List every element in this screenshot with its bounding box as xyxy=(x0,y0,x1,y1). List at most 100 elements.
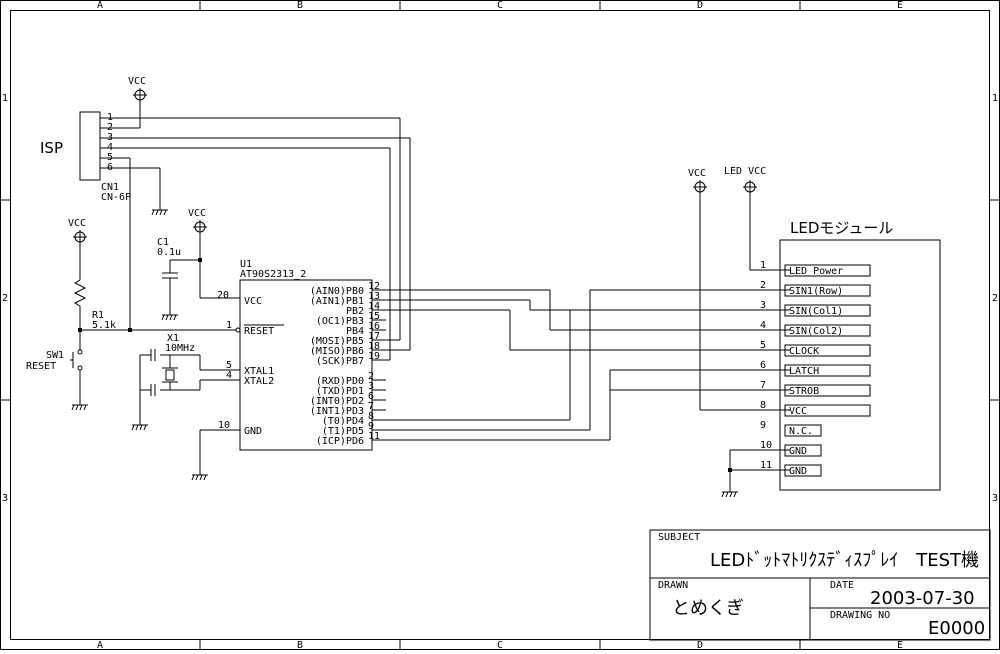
u1-right-pin-number: 14 xyxy=(368,301,380,312)
reset-switch xyxy=(70,349,83,405)
led-pin-number: 3 xyxy=(760,300,766,311)
led-vcc-symbol xyxy=(743,180,757,194)
ground-symbol xyxy=(191,474,208,481)
u1-right-pin-name: (SCK)PB7 xyxy=(316,356,364,367)
frame-row-label-left: 2 xyxy=(2,293,8,304)
capacitor-c1 xyxy=(162,232,240,315)
led-pin-name: CLOCK xyxy=(789,346,819,357)
u1-left-pin-number: 1 xyxy=(226,320,232,331)
u1-right-pin-number: 16 xyxy=(368,321,380,332)
x1-value: 10MHz xyxy=(165,343,195,354)
led-pin-name: SIN(Col1) xyxy=(789,306,843,317)
vcc-symbol xyxy=(693,180,707,194)
frame-col-label-bottom: E xyxy=(897,640,903,650)
drawn-label: DRAWN xyxy=(658,580,688,591)
u1-right-pin-number: 6 xyxy=(368,391,374,402)
frame-col-label-top: D xyxy=(697,0,703,11)
vcc-label: VCC xyxy=(188,208,206,219)
led-pin-number: 8 xyxy=(760,400,766,411)
led-module-body xyxy=(779,239,941,491)
u1-right-pin-name: (TXD)PD1 xyxy=(316,386,364,397)
led-pin-label-box xyxy=(784,464,822,477)
u1-right-pin-number: 13 xyxy=(368,291,380,302)
frame-col-label-bottom: C xyxy=(497,640,503,650)
sw1-name: RESET xyxy=(26,361,56,372)
frame-row-label-right: 3 xyxy=(992,493,998,504)
vcc-label: VCC xyxy=(128,76,146,87)
crystal-x1 xyxy=(139,349,240,425)
u1-right-pin-name: (OC1)PB3 xyxy=(316,316,364,327)
u1-part: AT90S2313_2 xyxy=(240,269,306,280)
date-value: 2003-07-30 xyxy=(870,588,975,609)
led-pin-label-box xyxy=(784,424,822,437)
u1-right-pin-name: PB4 xyxy=(346,326,364,337)
led-pin-label-box xyxy=(784,444,822,457)
u1-right-pin-number: 7 xyxy=(368,401,374,412)
junction-dot xyxy=(78,328,82,332)
resistor-r1 xyxy=(73,242,241,350)
frame-row-label-left: 3 xyxy=(2,493,8,504)
u1-ref: U1 xyxy=(240,259,252,270)
sw1-ref: SW1 xyxy=(46,350,64,361)
u1-right-pin-number: 2 xyxy=(368,371,374,382)
u1-right-pin-number: 8 xyxy=(368,411,374,422)
subject-value: LEDﾄﾞｯﾄﾏﾄﾘｸｽﾃﾞｨｽﾌﾟﾚｲ TEST機 xyxy=(710,550,979,571)
frame-row-label-left: 1 xyxy=(2,93,8,104)
frame-col-label-top: E xyxy=(897,0,903,11)
r1-value: 5.1k xyxy=(92,320,116,331)
isp-pin-number: 1 xyxy=(107,112,113,123)
date-label: DATE xyxy=(830,580,854,591)
isp-pin-number: 6 xyxy=(107,162,113,173)
led-pin-number: 5 xyxy=(760,340,766,351)
isp-pin-number: 3 xyxy=(107,132,113,143)
u1-right-pin-name: (RXD)PD0 xyxy=(316,376,364,387)
u1-right-pin-number: 17 xyxy=(368,331,380,342)
led-pin-number: 7 xyxy=(760,380,766,391)
frame-col-label-top: C xyxy=(497,0,503,11)
u1-left-pin-name: GND xyxy=(244,426,262,437)
led-module-title: LEDモジュール xyxy=(790,219,893,237)
ground-symbol xyxy=(161,314,178,321)
led-pin-name: SIN(Col2) xyxy=(789,326,843,337)
isp-ref: CN1 xyxy=(101,182,119,193)
frame-col-label-top: B xyxy=(297,0,303,11)
u1-right-pin-number: 11 xyxy=(368,431,380,442)
vcc-label: VCC xyxy=(688,168,706,179)
frame-col-label-bottom: B xyxy=(297,640,303,650)
led-pin-label-box xyxy=(784,404,871,417)
led-pin-number: 10 xyxy=(760,440,772,451)
junction-dot xyxy=(728,468,732,472)
led-pin-label-box xyxy=(784,384,871,397)
led-pin-name: LATCH xyxy=(789,366,819,377)
led-pin-label-box xyxy=(784,284,871,297)
isp-part: CN-6P xyxy=(101,192,131,203)
led-pin-label-box xyxy=(784,304,871,317)
vcc-symbol xyxy=(73,230,87,244)
u1-left-pin-number: 20 xyxy=(217,290,229,301)
led-pin-number: 6 xyxy=(760,360,766,371)
led-pin-label-box xyxy=(784,264,871,277)
vcc-symbol xyxy=(133,88,147,102)
title-block xyxy=(649,529,991,641)
ground-symbol xyxy=(71,404,88,411)
led-pin-name: GND xyxy=(789,446,807,457)
u1-right-pin-name: (AIN0)PB0 xyxy=(310,286,364,297)
x1-ref: X1 xyxy=(167,333,179,344)
c1-value: 0.1u xyxy=(157,247,181,258)
u1-right-pin-number: 12 xyxy=(368,281,380,292)
u1-right-pin-name: PB2 xyxy=(346,306,364,317)
led-pin-name: N.C. xyxy=(789,426,813,437)
drawn-value: とめくぎ xyxy=(672,598,744,619)
u1-left-pin-number: 4 xyxy=(226,370,232,381)
isp-pin-number: 2 xyxy=(107,122,113,133)
ground-symbol xyxy=(721,491,738,498)
vcc-symbol xyxy=(193,220,207,234)
junction-dot xyxy=(128,328,132,332)
c1-ref: C1 xyxy=(157,237,169,248)
u1-right-pin-number: 18 xyxy=(368,341,380,352)
u1-right-pin-name: (INT1)PD3 xyxy=(310,406,364,417)
u1-left-pin-name: VCC xyxy=(244,296,262,307)
u1-right-pin-name: (MOSI)PB5 xyxy=(310,336,364,347)
